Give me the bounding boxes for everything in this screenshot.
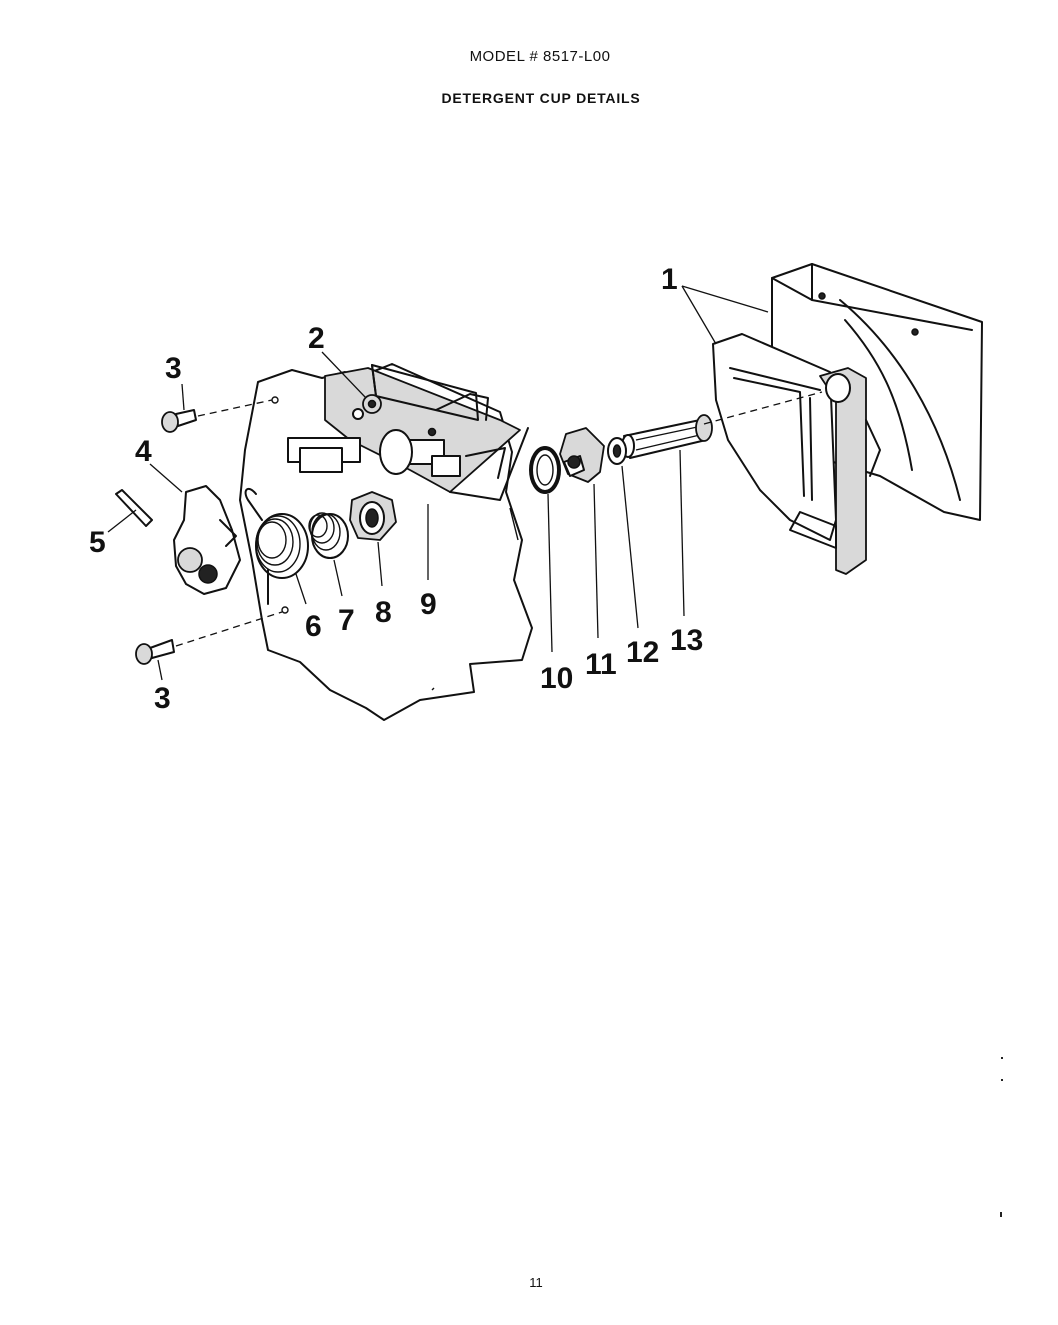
page-number: 11 xyxy=(529,1275,543,1290)
leader-7 xyxy=(333,559,343,597)
callout-2: 2 xyxy=(308,322,325,355)
assembly-line-upper-screw xyxy=(197,399,273,417)
part-9-door-panel xyxy=(239,363,533,721)
leader-10 xyxy=(547,493,553,653)
scan-speck xyxy=(1001,1079,1003,1081)
leader-11 xyxy=(593,483,599,639)
part-3-screw-upper xyxy=(161,409,197,433)
callout-4: 4 xyxy=(135,435,152,468)
leader-6 xyxy=(295,573,307,605)
callout-11: 11 xyxy=(585,648,617,681)
leader-1a xyxy=(681,285,769,313)
callout-6: 6 xyxy=(305,610,322,643)
part-6-torsion-spring xyxy=(244,487,309,605)
leader-12 xyxy=(621,465,639,629)
callout-5: 5 xyxy=(89,526,106,559)
assembly-line-shaft xyxy=(703,391,823,425)
section-title: DETERGENT CUP DETAILS xyxy=(441,90,641,106)
leader-2 xyxy=(321,351,367,399)
part-1-detergent-cup xyxy=(712,263,983,575)
part-11-hinge-block xyxy=(559,427,605,483)
leader-1b xyxy=(681,285,717,345)
leader-8 xyxy=(377,541,383,587)
scan-speck xyxy=(1001,1057,1003,1059)
part-10-retaining-ring xyxy=(529,446,561,494)
leader-4 xyxy=(149,463,183,493)
part-13-hinge-shaft xyxy=(621,414,713,459)
part-3-screw-lower xyxy=(135,639,175,665)
callout-9: 9 xyxy=(420,588,437,621)
leader-5 xyxy=(107,509,137,533)
callout-3-lower: 3 xyxy=(154,682,171,715)
part-5-pin xyxy=(115,489,153,527)
model-number: MODEL # 8517-L00 xyxy=(469,48,611,65)
part-8-hex-nut xyxy=(349,491,397,541)
callout-13: 13 xyxy=(670,624,703,657)
part-7-small-spring xyxy=(308,512,349,559)
part-4-latch xyxy=(173,485,241,595)
part-12-washer xyxy=(607,437,627,465)
assembly-line-lower-screw xyxy=(175,611,283,647)
callout-1: 1 xyxy=(661,263,678,296)
leader-3-upper xyxy=(181,383,185,411)
callout-7: 7 xyxy=(338,604,355,637)
callout-3-upper: 3 xyxy=(165,352,182,385)
scan-speck xyxy=(1000,1212,1002,1217)
callout-8: 8 xyxy=(375,596,392,629)
callout-10: 10 xyxy=(540,662,573,695)
leader-3-lower xyxy=(157,659,163,681)
leader-13 xyxy=(679,449,685,617)
callout-12: 12 xyxy=(626,636,659,669)
